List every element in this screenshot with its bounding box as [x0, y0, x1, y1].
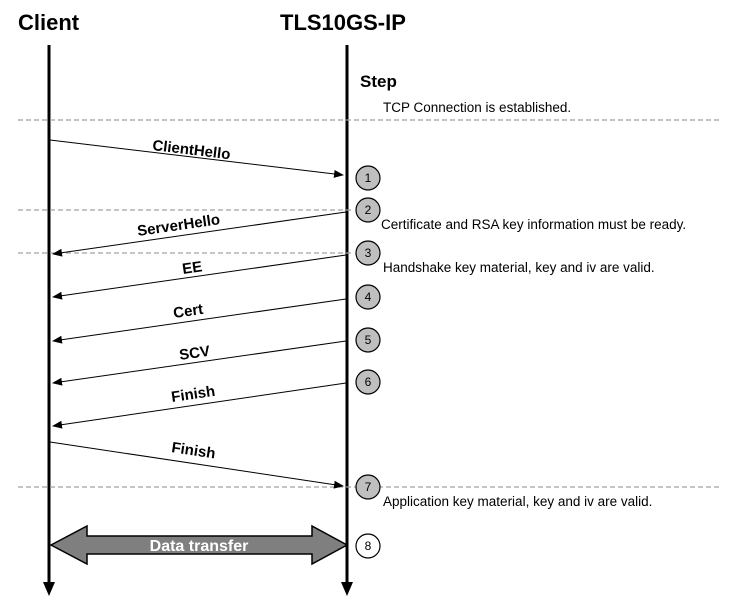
step-5-number: 5	[365, 333, 372, 347]
step-7-marker: 7	[355, 474, 381, 500]
message-arrow-clienthello	[49, 139, 344, 178]
message-label-finish-server: Finish	[170, 383, 216, 406]
step-8-number: 8	[365, 539, 372, 553]
step-5-marker: 5	[355, 327, 381, 353]
message-label-ee: EE	[181, 258, 203, 278]
step-8-marker: 8	[355, 533, 381, 559]
client-lifeline-arrowhead	[43, 582, 55, 596]
message-label-cert: Cert	[172, 301, 204, 322]
step-4-marker: 4	[355, 284, 381, 310]
step-3-number: 3	[365, 246, 372, 260]
data-transfer-label: Data transfer	[150, 538, 249, 555]
note-tcp: TCP Connection is established.	[383, 100, 571, 115]
note-step2: Certificate and RSA key information must…	[381, 217, 686, 232]
message-arrow-ee	[52, 254, 347, 300]
message-arrow-scv	[52, 340, 347, 386]
note-step7: Application key material, key and iv are…	[383, 494, 652, 509]
message-label-clienthello: ClientHello	[152, 137, 232, 163]
step-2-marker: 2	[355, 197, 381, 223]
step-header: Step	[360, 72, 397, 91]
server-lifeline-arrowhead	[341, 582, 353, 596]
step-1-marker: 1	[355, 165, 381, 191]
server-header: TLS10GS-IP	[280, 10, 406, 35]
step-4-number: 4	[365, 290, 372, 304]
message-arrow-finish-server	[52, 382, 347, 429]
message-label-scv: SCV	[178, 343, 211, 364]
step-7-number: 7	[365, 480, 372, 494]
note-step3: Handshake key material, key and iv are v…	[383, 260, 655, 275]
step-1-number: 1	[365, 171, 372, 185]
message-arrow-serverhello	[52, 211, 347, 257]
step-2-number: 2	[365, 203, 372, 217]
client-header: Client	[18, 10, 80, 35]
message-arrow-finish-client	[49, 441, 344, 489]
step-6-marker: 6	[355, 369, 381, 395]
step-6-number: 6	[365, 375, 372, 389]
message-arrow-cert	[52, 298, 347, 344]
step-3-marker: 3	[355, 240, 381, 266]
message-label-finish-client: Finish	[170, 439, 216, 462]
data-transfer-arrow	[49, 524, 349, 566]
